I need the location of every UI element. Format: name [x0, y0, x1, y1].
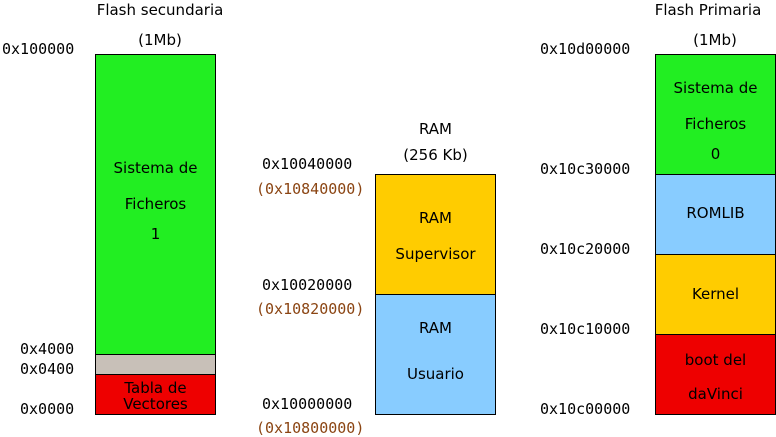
- flash-primaria-filesystem-block: Sistema de Ficheros 0: [655, 54, 776, 175]
- ram-addr-top-alt: (0x10840000): [256, 180, 365, 198]
- ram-addr-mid-alt: (0x10820000): [256, 300, 365, 318]
- ram-addr-mid: 0x10020000: [262, 276, 353, 294]
- flash-secundaria-vt-line1: Tabla de: [124, 379, 187, 397]
- ram-user-line1: RAM: [418, 319, 453, 337]
- flash-secundaria-reserved-block: [95, 354, 216, 375]
- flash-primaria-addr-c00000: 0x10c00000: [540, 400, 631, 418]
- flash-primaria-addr-c30000: 0x10c30000: [540, 160, 631, 178]
- flash-primaria-fs-line2: Ficheros: [684, 115, 747, 133]
- flash-secundaria-addr-4000: 0x4000: [20, 340, 75, 358]
- ram-supervisor-line2: Supervisor: [395, 245, 476, 263]
- flash-secundaria-vector-table-block: Tabla de Vectores: [95, 374, 216, 415]
- flash-secundaria-vt-line2: Vectores: [123, 395, 188, 413]
- flash-primaria-addr-d0000: 0x10d00000: [540, 40, 631, 58]
- flash-primaria-addr-c10000: 0x10c10000: [540, 320, 631, 338]
- flash-secundaria-fs-line2: Ficheros: [124, 195, 187, 213]
- flash-primaria-kernel-block: Kernel: [655, 254, 776, 335]
- ram-supervisor-block: RAM Supervisor: [375, 174, 496, 295]
- flash-secundaria-fs-line3: 1: [150, 225, 161, 243]
- flash-primaria-romlib-block: ROMLIB: [655, 174, 776, 255]
- flash-primaria-title: Flash Primaria: [654, 1, 762, 19]
- flash-primaria-fs-line3: 0: [710, 145, 721, 163]
- flash-primaria-boot-line2: daVinci: [688, 385, 743, 403]
- flash-primaria-kernel: Kernel: [691, 285, 740, 303]
- flash-primaria-romlib: ROMLIB: [686, 204, 745, 222]
- flash-primaria-addr-c20000: 0x10c20000: [540, 240, 631, 258]
- ram-addr-bot-alt: (0x10800000): [256, 419, 365, 437]
- ram-addr-bot: 0x10000000: [262, 395, 353, 413]
- flash-secundaria-addr-top: 0x100000: [2, 40, 75, 58]
- ram-size: (256 Kb): [403, 146, 468, 164]
- flash-secundaria-filesystem-block: Sistema de Ficheros 1: [95, 54, 216, 355]
- flash-primaria-fs-line1: Sistema de: [673, 79, 758, 97]
- flash-secundaria-size: (1Mb): [138, 31, 182, 49]
- flash-secundaria-fs-line1: Sistema de: [113, 159, 198, 177]
- flash-primaria-size: (1Mb): [693, 31, 737, 49]
- ram-user-line2: Usuario: [406, 365, 464, 383]
- flash-primaria-boot-line1: boot del: [684, 351, 747, 369]
- ram-addr-top: 0x10040000: [262, 155, 353, 173]
- flash-secundaria-addr-0000: 0x0000: [20, 400, 75, 418]
- ram-supervisor-line1: RAM: [418, 209, 453, 227]
- flash-secundaria-title: Flash secundaria: [96, 1, 224, 19]
- flash-primaria-boot-block: boot del daVinci: [655, 334, 776, 415]
- ram-title: RAM: [418, 120, 453, 138]
- flash-secundaria-addr-0400: 0x0400: [20, 360, 75, 378]
- ram-user-block: RAM Usuario: [375, 294, 496, 415]
